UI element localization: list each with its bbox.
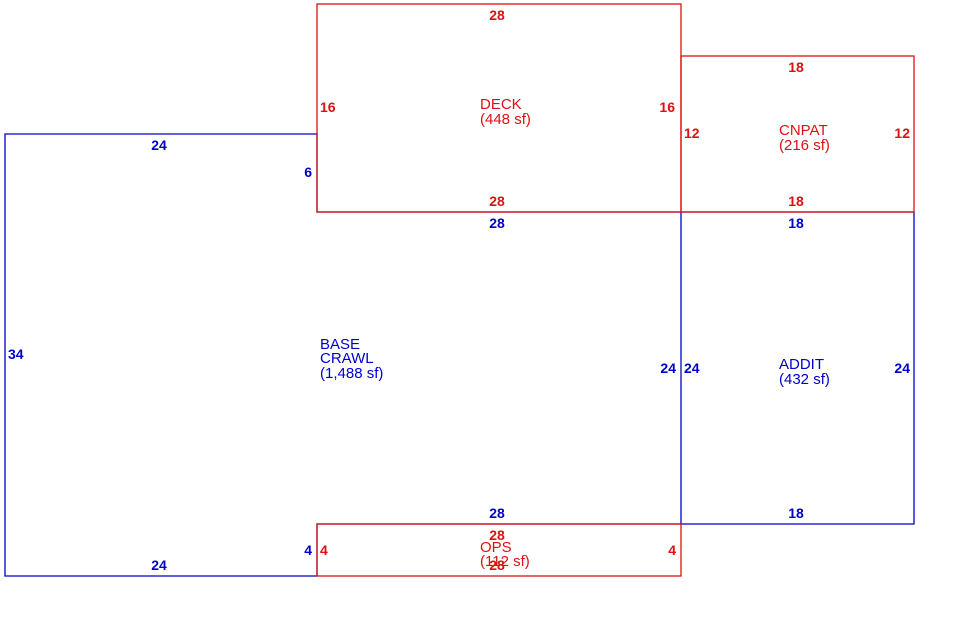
base-right-dim: 24 (660, 360, 676, 376)
base-bottom-left-dim: 24 (151, 557, 167, 573)
addit-right-dim: 24 (894, 360, 910, 376)
base-mid-top-dim: 28 (489, 215, 505, 231)
base-step-bottom-dim: 4 (304, 542, 312, 558)
cnpat-top-dim: 18 (788, 59, 804, 75)
cnpat-label: CNPAT (779, 122, 828, 139)
ops-outline (316, 523, 682, 577)
cnpat-area: (216 sf) (779, 137, 830, 154)
deck-left-dim: 16 (320, 99, 336, 115)
addit-bottom-dim: 18 (788, 505, 804, 521)
ops-area: (112 sf) (480, 553, 530, 570)
ops-left-dim: 4 (320, 542, 328, 558)
cnpat-outline (680, 55, 915, 213)
base-label-line2: CRAWL (320, 350, 374, 367)
deck-area: (448 sf) (480, 111, 531, 128)
base-label-line1: BASE (320, 336, 360, 353)
deck-top-dim: 28 (489, 7, 505, 23)
base-step-dim: 6 (304, 164, 312, 180)
addit-label: ADDIT (779, 356, 824, 373)
addit-top-dim: 18 (788, 215, 804, 231)
base-left-dim: 34 (8, 346, 24, 362)
ops-label: OPS (480, 539, 512, 556)
ops-top-dim: 28 (489, 527, 505, 543)
cnpat-right-dim: 12 (894, 125, 910, 141)
base-area: (1,488 sf) (320, 365, 383, 382)
cnpat-left-dim: 12 (684, 125, 700, 141)
cnpat-bottom-dim: 18 (788, 193, 804, 209)
ops-right-dim: 4 (668, 542, 676, 558)
deck-label: DECK (480, 96, 522, 113)
addit-left-dim: 24 (684, 360, 700, 376)
deck-right-dim: 16 (659, 99, 675, 115)
base-mid-bottom-dim: 28 (489, 505, 505, 521)
base-top-left-dim: 24 (151, 137, 167, 153)
addit-area: (432 sf) (779, 371, 830, 388)
deck-bottom-dim: 28 (489, 193, 505, 209)
ops-bottom-dim: 28 (489, 557, 505, 573)
